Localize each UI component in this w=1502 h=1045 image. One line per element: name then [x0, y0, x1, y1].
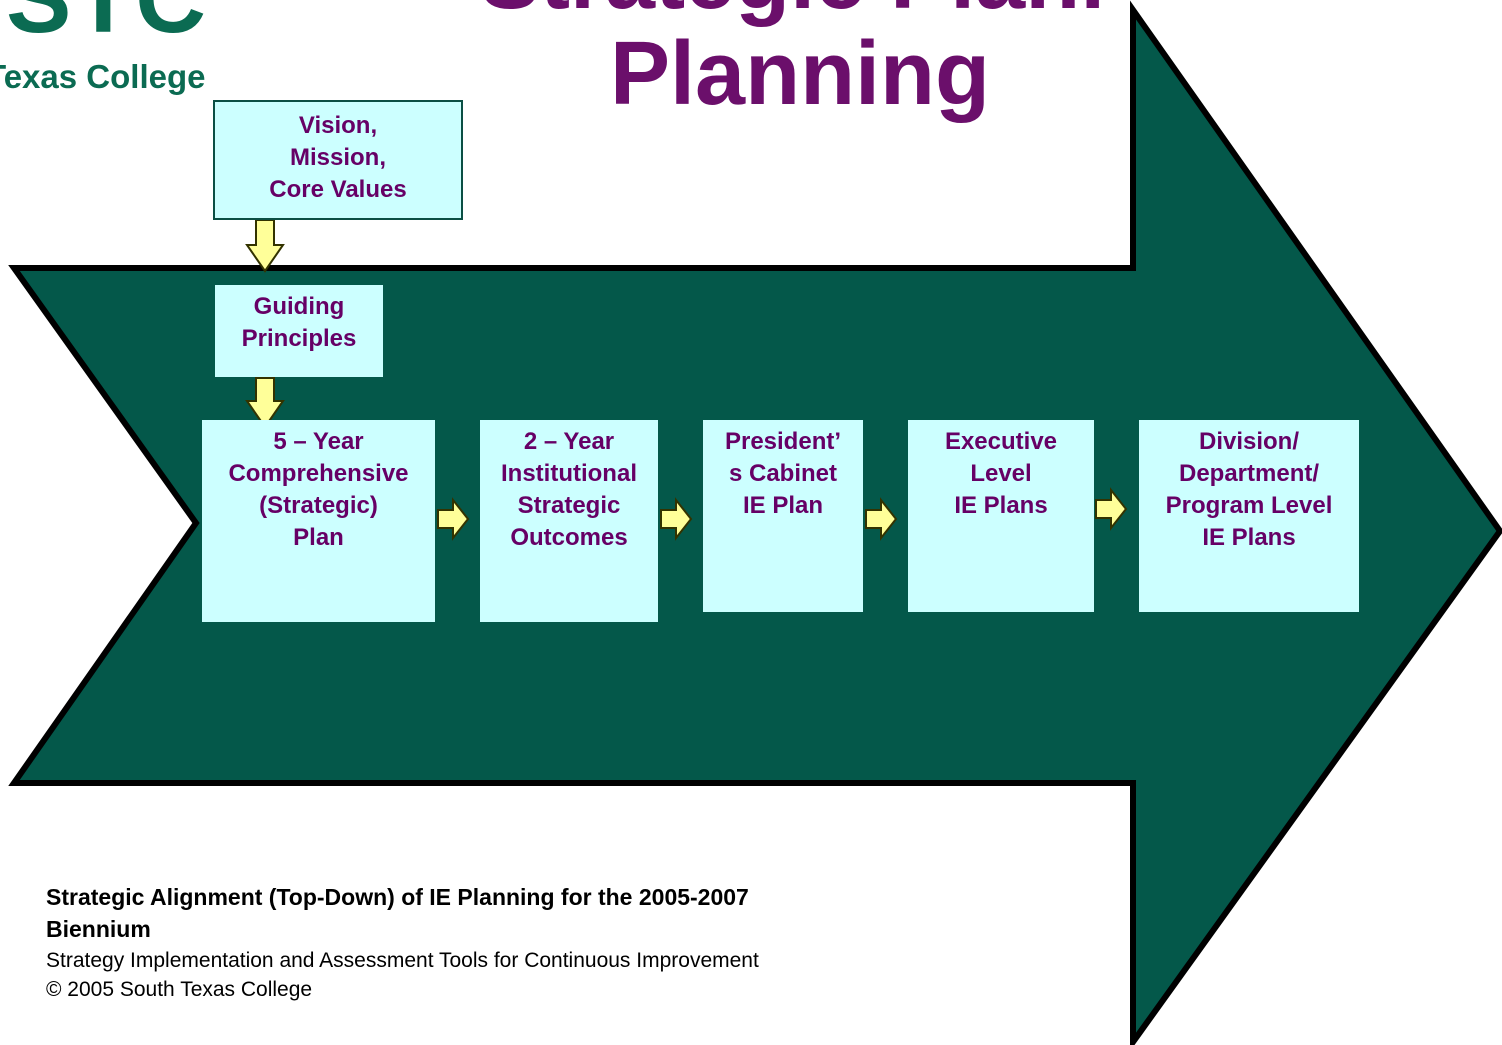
- down-arrow-guiding-to-plan: [245, 377, 285, 429]
- guiding-principles-box: Guiding Principles: [215, 285, 383, 377]
- cabinet-line-2: s Cabinet: [728, 460, 838, 487]
- division-line-3: Program Level: [1165, 492, 1333, 519]
- presidents-cabinet-box: President’ s Cabinet IE Plan: [703, 420, 863, 612]
- down-arrow-vision-to-guiding: [245, 219, 285, 273]
- page-title-line2: Planning: [610, 24, 990, 124]
- two-year-line-3: Strategic: [517, 492, 621, 519]
- vision-mission-box: Vision, Mission, Core Values: [213, 100, 463, 220]
- five-year-line-2: Comprehensive: [228, 460, 409, 487]
- two-year-outcomes-box: 2 – Year Institutional Strategic Outcome…: [480, 420, 658, 622]
- two-year-line-4: Outcomes: [510, 524, 628, 551]
- executive-line-2: Level: [970, 460, 1032, 487]
- five-year-plan-box: 5 – Year Comprehensive (Strategic) Plan: [202, 420, 435, 622]
- five-year-line-4: Plan: [293, 524, 344, 551]
- vision-line-1: Vision,: [298, 112, 378, 139]
- executive-line-3: IE Plans: [954, 492, 1048, 519]
- caption-heading-line1: Strategic Alignment (Top-Down) of IE Pla…: [46, 884, 749, 910]
- two-year-line-2: Institutional: [501, 460, 637, 487]
- guiding-line-1: Guiding: [253, 293, 345, 320]
- two-year-line-1: 2 – Year: [523, 428, 615, 455]
- right-arrow-4: [1095, 487, 1128, 531]
- division-line-2: Department/: [1178, 460, 1320, 487]
- caption-subtitle: Strategy Implementation and Assessment T…: [46, 949, 759, 972]
- vision-line-2: Mission,: [289, 144, 386, 171]
- executive-line-1: Executive: [944, 428, 1058, 455]
- division-line-4: IE Plans: [1202, 524, 1296, 551]
- executive-level-box: Executive Level IE Plans: [908, 420, 1094, 612]
- page-title-line1: Strategic Planning: [480, 0, 1100, 28]
- logo-letters: STC: [0, 0, 208, 42]
- cabinet-line-1: President’: [724, 428, 842, 455]
- five-year-line-3: (Strategic): [259, 492, 378, 519]
- division-line-1: Division/: [1198, 428, 1300, 455]
- five-year-line-1: 5 – Year: [273, 428, 364, 455]
- vision-line-3: Core Values: [269, 176, 407, 203]
- caption-copyright: © 2005 South Texas College: [46, 978, 313, 1001]
- right-arrow-2: [660, 497, 693, 541]
- guiding-line-2: Principles: [241, 325, 357, 352]
- division-department-box: Division/ Department/ Program Level IE P…: [1139, 420, 1359, 612]
- right-arrow-1: [437, 497, 470, 541]
- right-arrow-3: [865, 497, 898, 541]
- cabinet-line-3: IE Plan: [742, 492, 824, 519]
- logo-college-name: Texas College: [0, 58, 206, 95]
- caption-heading-line2: Biennium: [46, 916, 151, 942]
